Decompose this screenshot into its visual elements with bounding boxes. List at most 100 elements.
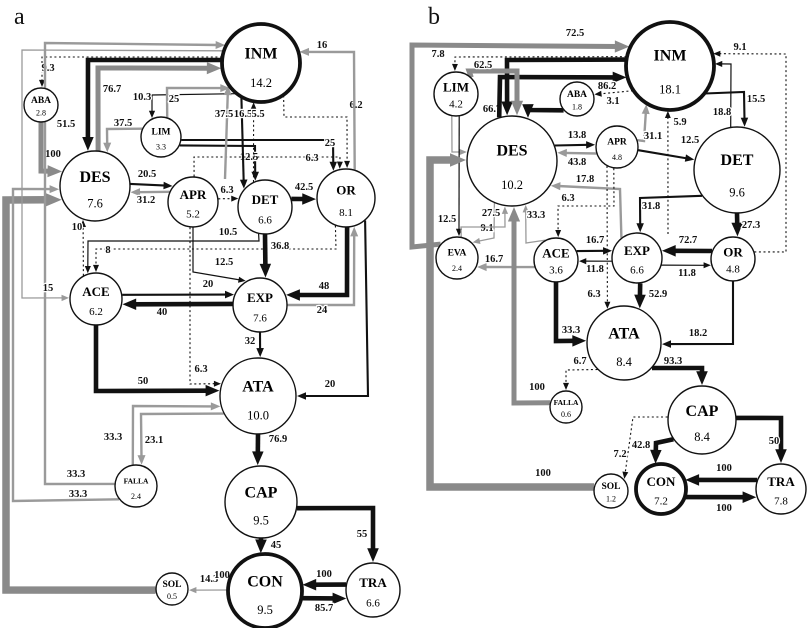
edge-ACE-DES (525, 210, 546, 244)
node-circle-CAP (224, 465, 298, 539)
edge-label-DET-OR: 42.5 (295, 182, 313, 193)
edge-APR-INM (637, 111, 648, 143)
edge-LIM-DES (451, 116, 462, 153)
node-value-ACE: 6.2 (89, 306, 103, 318)
node-circle-ACE (69, 272, 123, 326)
node-value-ACE: 3.6 (549, 265, 563, 277)
arrowhead-EXP-INM (664, 110, 671, 118)
node-name-OR: OR (723, 244, 743, 259)
node-name-DES: DES (79, 169, 110, 186)
edge-EXP-OR (287, 233, 356, 307)
edge-label-APR-INM: 31.1 (644, 131, 662, 142)
panel-letter-b: b (428, 4, 440, 30)
arrowhead-DET-INM (714, 60, 723, 67)
node-name-INM: INM (654, 48, 687, 65)
edge-label-TRA-CON: 100 (316, 569, 332, 580)
node-name-ABA: ABA (31, 96, 51, 106)
arrowhead-EXP-DES (550, 182, 561, 191)
arrowhead-ATA-CAP (252, 451, 264, 466)
edge-label-ACE-EVA: 16.7 (485, 254, 503, 265)
node-circle-FALLA (114, 464, 158, 508)
edge-DES-INM (95, 65, 211, 151)
arrowhead-OR-EXP (286, 289, 300, 301)
arrowhead-DET-ACE (84, 266, 91, 274)
edge-label-CON-SOL: 14.3 (200, 574, 218, 585)
edge-label-APR-OR: 6.3 (305, 153, 318, 164)
edge-INM-DES (85, 57, 222, 141)
edge-label-DES-INM: 86.2 (598, 81, 616, 92)
edge-INM-DET (704, 90, 746, 120)
arrowhead-APR-DES (557, 148, 567, 157)
edge-label-EXP-DES: 17.8 (576, 174, 594, 185)
edge-APR-DET (638, 149, 688, 160)
node-value-DES: 7.6 (87, 197, 103, 211)
edge-APR-DES (564, 151, 597, 155)
node-circle-CON (634, 462, 688, 516)
edge-label-CAP-TRA: 55 (357, 529, 368, 540)
edge-LIM-OR (181, 138, 335, 165)
edge-INM-ACE (21, 49, 224, 299)
arrowhead-ACE-ATA (572, 335, 587, 347)
edge-label-APR-ACE: 6.3 (561, 193, 574, 204)
arrowhead-FALLA-DES (49, 185, 60, 194)
edge-label-INM-DET: 16.5 (234, 109, 252, 120)
edge-DES-INM (496, 74, 617, 118)
node-value-ABA: 1.8 (572, 103, 582, 112)
arrowhead-APR-ATA (213, 380, 221, 387)
arrowhead-LIM-DES (103, 142, 112, 153)
edge-label-FALLA-ATA: 33.3 (104, 432, 122, 443)
arrowhead-APR-ACE (555, 230, 562, 238)
arrowhead-INM-DET (740, 117, 749, 127)
node-value-LIM: 3.3 (156, 142, 166, 151)
edge-label-CAP-CON: 45 (271, 540, 282, 551)
edge-DET-INM (720, 63, 732, 128)
node-circle-ATA (219, 357, 297, 435)
node-circle-OR (710, 236, 756, 282)
node-name-SOL: SOL (162, 580, 181, 590)
edge-label-DES-EVA: 9.1 (480, 223, 493, 234)
arrowhead-SOL-DES (450, 153, 466, 167)
node-circle-EXP (232, 277, 288, 333)
edge-OR-ATA (668, 281, 735, 346)
edge-label-INM-ABA: 3.1 (606, 96, 619, 107)
edge-label-EVA-INM: 72.5 (566, 28, 584, 39)
arrowhead-DES-EVA (472, 237, 481, 244)
node-name-APR: APR (607, 137, 627, 147)
edge-label-APR-DES: 31.2 (137, 195, 155, 206)
arrowhead-ABA-DES (522, 104, 534, 118)
arrowhead-OR-INM (299, 47, 309, 56)
arrowhead-ACE-EXP (225, 290, 234, 299)
edge-label-OR-ACE: 8 (105, 245, 110, 256)
node-value-APR: 4.8 (612, 153, 622, 162)
arrowhead-DES-INM (206, 62, 222, 75)
node-value-FALLA: 0.6 (561, 410, 571, 419)
arrowhead-INM-OR (344, 160, 350, 168)
edge-ABA-DES (525, 107, 564, 113)
arrowhead-DES-APR (586, 141, 596, 149)
edge-EXP-DES (557, 184, 623, 238)
node-circle-DET (693, 126, 781, 214)
edge-label-ACE-ATA: 50 (138, 376, 149, 387)
node-value-TRA: 6.6 (366, 598, 380, 610)
edge-INM-ABA (599, 90, 634, 95)
edge-label-LIM-INM: 25 (169, 94, 180, 105)
node-ACE-a: ACE 6.2 (69, 272, 123, 326)
arrowhead-EXP-ATA (634, 294, 646, 309)
edge-label-CAP-SOL: 7.2 (613, 449, 626, 460)
arrowhead-CAP-TRA (367, 548, 379, 562)
edge-label-ABA-DES: 100 (45, 149, 61, 160)
node-circle-LIM (140, 116, 182, 158)
edge-FALLA-ATA (131, 404, 214, 465)
node-name-ACE: ACE (82, 284, 109, 299)
